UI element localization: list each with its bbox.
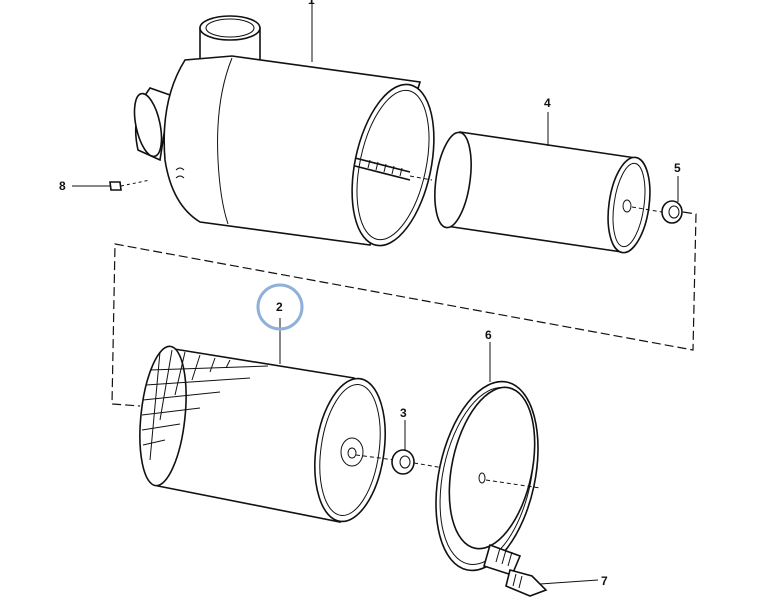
housing-part-1 [133,15,435,247]
part-label-8: 8 [59,179,66,193]
highlight-circle [256,283,304,331]
safety-element-part-4 [434,131,663,254]
cover-part-6 [435,380,541,576]
dust-valve-part-7 [505,569,548,597]
part-label-6: 6 [485,328,492,342]
part-label-3: 3 [400,406,407,420]
part-label-5: 5 [674,161,681,175]
nut-part-5 [661,200,683,224]
part-label-1: 1 [308,0,315,7]
assembly-outline [111,211,697,407]
part-label-4: 4 [544,96,551,110]
part-labels: 1 2 3 4 5 6 7 8 [59,0,681,588]
main-filter-part-2 [139,345,396,523]
plug-part-8 [109,179,151,191]
part-label-7: 7 [601,574,608,588]
nut-part-3 [391,449,481,475]
leader-lines [72,0,679,585]
part-label-2: 2 [276,300,283,314]
